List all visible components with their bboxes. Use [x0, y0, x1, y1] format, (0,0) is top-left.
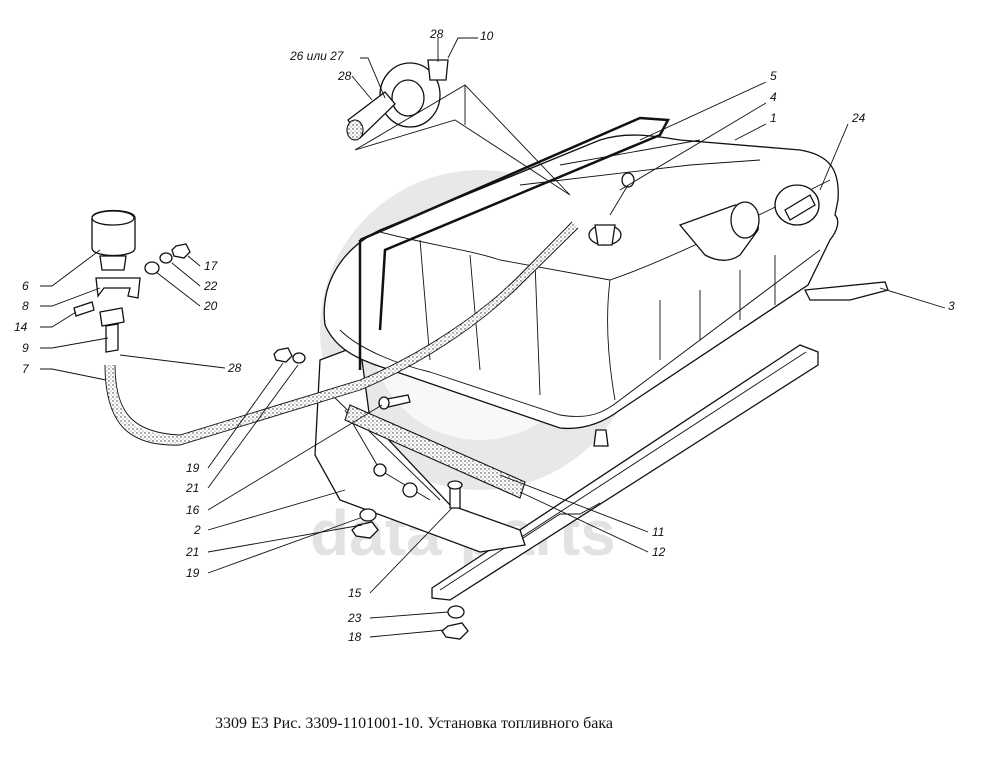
figure-caption: 3309 Е3 Рис. 3309-1101001-10. Установка …	[215, 715, 613, 732]
vent-filter	[73, 209, 141, 353]
tank-strap	[358, 116, 671, 370]
callout-23: 23	[347, 611, 362, 625]
callout-15: 15	[348, 586, 362, 600]
callout-4: 4	[770, 90, 777, 104]
hardware	[273, 347, 609, 640]
callout-28-top-left: 28	[337, 69, 352, 83]
callout-17: 17	[204, 259, 219, 273]
frame-rail	[431, 344, 819, 601]
callout-19-upper: 19	[186, 461, 200, 475]
callout-22: 22	[203, 279, 218, 293]
leader-lines	[40, 37, 946, 638]
callout-6: 6	[22, 279, 29, 293]
vent-hose	[105, 221, 579, 445]
callout-28-hose: 28	[227, 361, 242, 375]
callout-11: 11	[652, 525, 664, 539]
callout-24: 24	[851, 111, 866, 125]
callout-8: 8	[22, 299, 29, 313]
callout-18: 18	[348, 630, 362, 644]
callout-19-lower: 19	[186, 566, 200, 580]
callout-16: 16	[186, 503, 200, 517]
felt-pad	[344, 404, 526, 499]
callout-12: 12	[652, 545, 666, 559]
callout-26-27: 26 или 27	[289, 49, 345, 63]
mounting-strap	[803, 281, 889, 301]
callout-labels: 26 или 27 28 28 10 5 4 1 24 3 6 8 14 9 7…	[14, 27, 955, 644]
callout-5: 5	[770, 69, 777, 83]
callout-2: 2	[193, 523, 201, 537]
fuel-tank	[323, 134, 839, 430]
callout-28-top: 28	[429, 27, 444, 41]
callout-7: 7	[22, 362, 30, 376]
callout-21-upper: 21	[185, 481, 199, 495]
callout-1: 1	[770, 111, 777, 125]
callout-14: 14	[14, 320, 28, 334]
callout-3: 3	[948, 299, 955, 313]
nut-washer-set-top	[144, 243, 191, 275]
vent-valve-assembly	[346, 59, 571, 196]
callout-20: 20	[203, 299, 218, 313]
callout-10: 10	[480, 29, 494, 43]
callout-9: 9	[22, 341, 29, 355]
callout-21-lower: 21	[185, 545, 199, 559]
